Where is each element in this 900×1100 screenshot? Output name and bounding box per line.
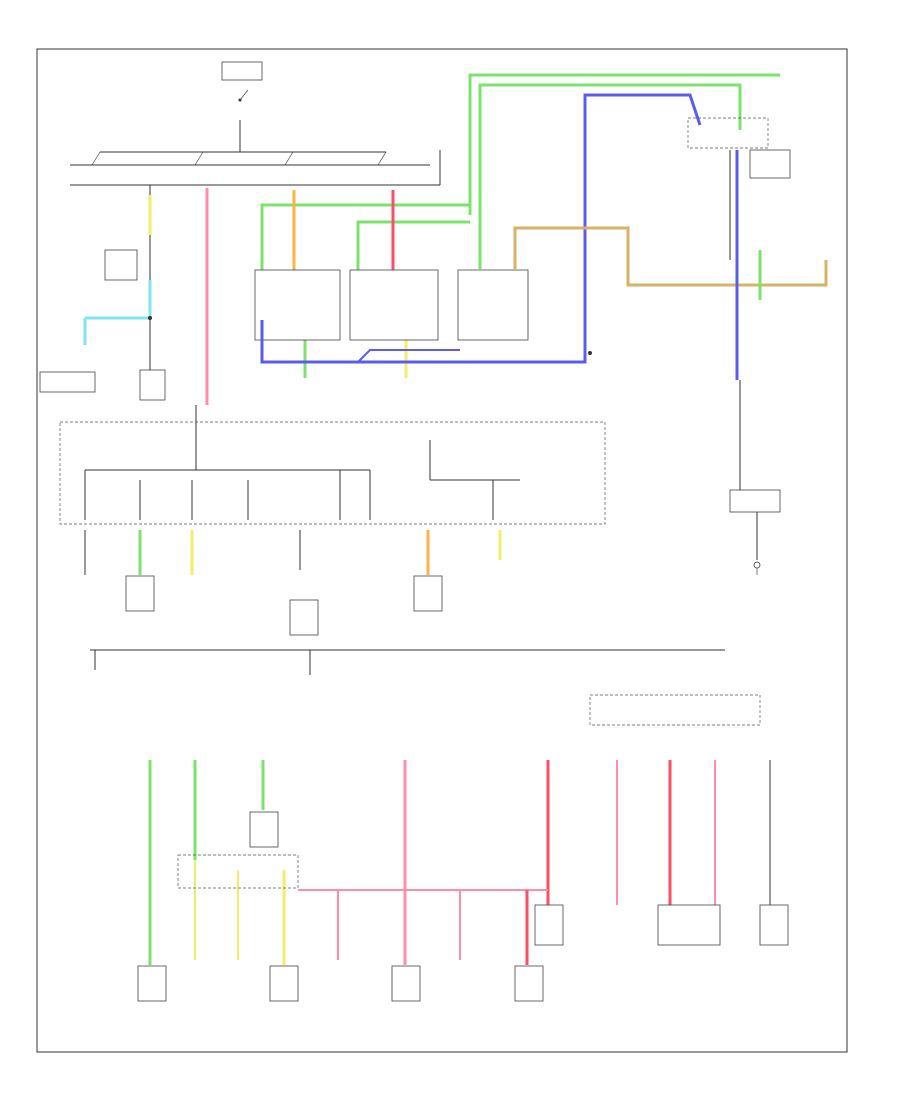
ignition-switch-group: [70, 61, 441, 186]
bottom-components: [137, 965, 544, 1002]
diagram-border: [36, 48, 848, 1053]
relay-group-middle: [254, 73, 828, 378]
lower-bus: [90, 649, 761, 726]
under-dash-fuse-box-upper: [59, 421, 606, 525]
lower-circuits: [148, 760, 789, 965]
starter-circuit: [687, 117, 791, 575]
fuse-box-internals: [84, 440, 520, 520]
left-upper-circuit: [39, 185, 166, 401]
fuse-outputs: [84, 530, 502, 636]
